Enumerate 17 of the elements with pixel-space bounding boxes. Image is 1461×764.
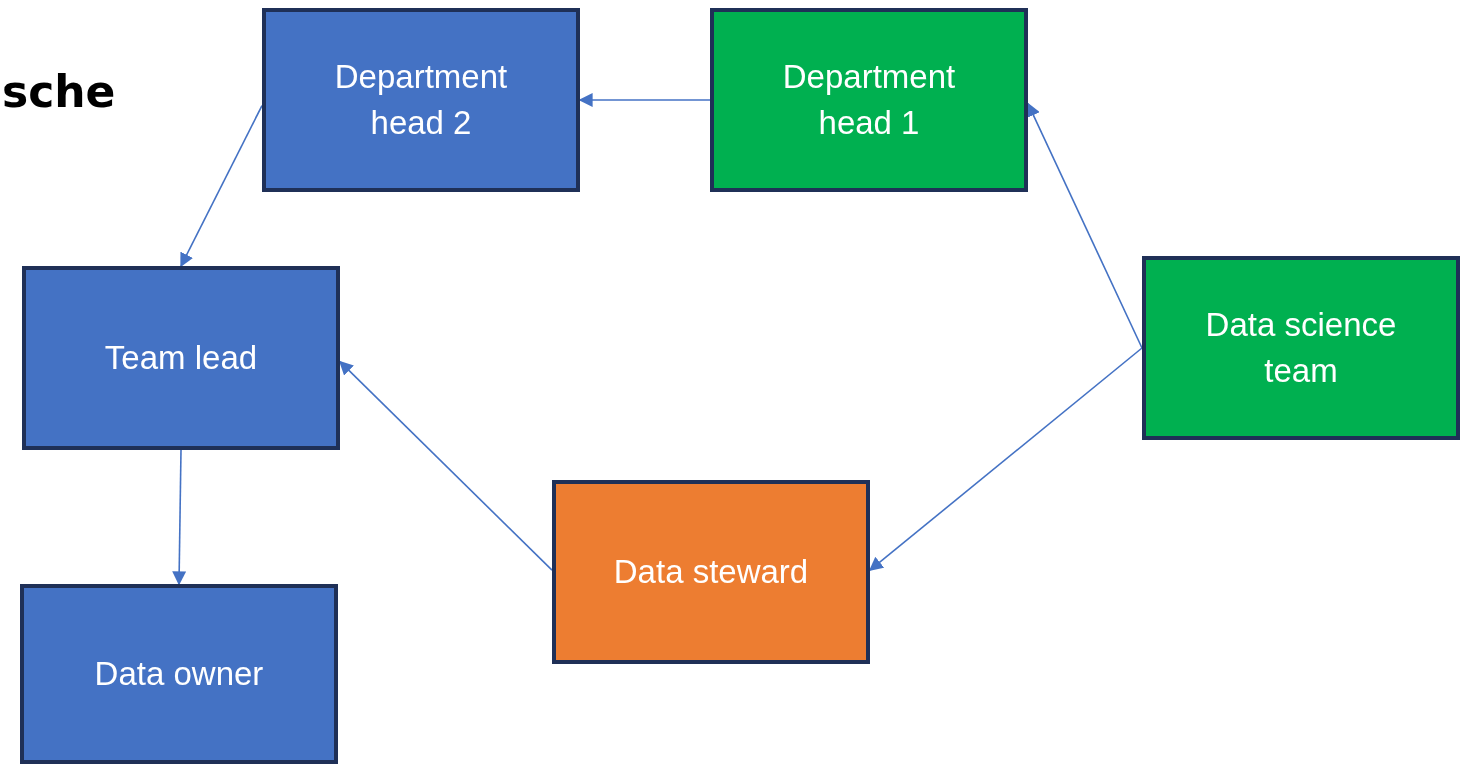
arrow: [1027, 102, 1143, 349]
node-label: Data science team: [1204, 304, 1398, 391]
node-label: Team lead: [103, 337, 259, 378]
node-label: Data owner: [93, 653, 265, 694]
process-box: [710, 8, 1028, 192]
process-box: [1142, 256, 1460, 440]
process-box: [552, 480, 870, 664]
node-label: Data steward: [612, 551, 810, 592]
process-box: [20, 584, 338, 764]
heading-fragment: sche: [2, 66, 116, 117]
arrow: [339, 360, 553, 571]
process-box: [22, 266, 340, 450]
node-label: Department head 2: [333, 56, 509, 143]
arrow: [180, 104, 263, 268]
node-label: Department head 1: [781, 56, 957, 143]
arrow: [172, 449, 187, 586]
process-box: [262, 8, 580, 192]
